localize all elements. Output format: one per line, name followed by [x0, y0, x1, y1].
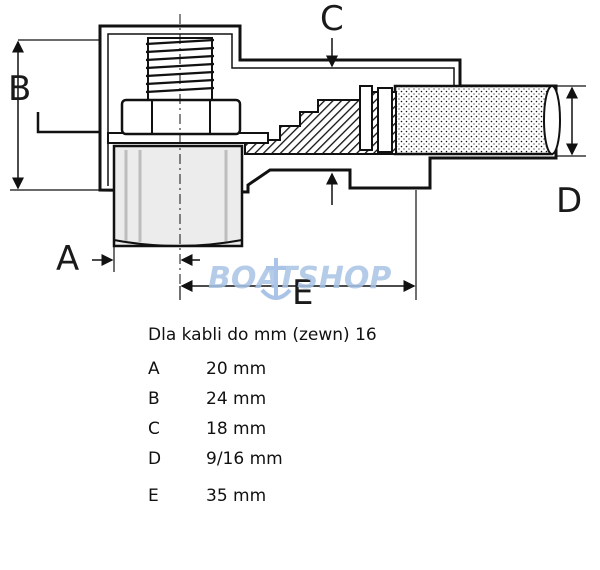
label-d: D — [556, 181, 582, 221]
spec-row-e: E 35 mm — [148, 481, 588, 511]
spec-row-d: D 9/16 mm — [148, 444, 588, 474]
sleeve-collar-inner — [377, 87, 393, 153]
label-a: A — [56, 239, 79, 279]
lug-tab — [36, 112, 100, 134]
spec-row-c: C 18 mm — [148, 414, 588, 444]
label-e: E — [292, 273, 313, 310]
spec-value: 20 mm — [206, 359, 267, 379]
spec-value: 35 mm — [206, 486, 267, 506]
nut — [120, 98, 242, 136]
label-b: B — [8, 69, 31, 109]
spec-key: E — [148, 486, 159, 506]
spec-key: A — [148, 359, 160, 379]
spec-key: B — [148, 389, 160, 409]
cable-end — [543, 85, 561, 155]
spec-key: C — [148, 419, 160, 439]
spec-table: Dla kabli do mm (zewn) 16 A 20 mm B 24 m… — [148, 325, 588, 511]
boatshop-watermark: BOATSHOP — [208, 258, 391, 300]
spec-value: 9/16 mm — [206, 449, 283, 469]
spec-value: 18 mm — [206, 419, 267, 439]
crimp-sleeve — [244, 91, 397, 155]
svg-text:BOATSHOP: BOATSHOP — [208, 261, 391, 296]
boot-outline — [98, 24, 558, 194]
spec-row-a: A 20 mm — [148, 354, 588, 384]
spec-row-b: B 24 mm — [148, 384, 588, 414]
boot-inner-outline — [107, 33, 455, 186]
cable-insulation — [393, 84, 561, 156]
terminal-body — [112, 144, 244, 248]
cable-terminal-diagram: B C D A E BOATSHOP — [8, 0, 586, 310]
spec-value: 24 mm — [206, 389, 267, 409]
body-bottom — [113, 239, 243, 247]
sleeve-collar — [359, 85, 373, 151]
spec-key: D — [148, 449, 162, 469]
body-shading — [124, 150, 228, 242]
spec-title: Dla kabli do mm (zewn) 16 — [148, 325, 377, 345]
anchor-icon — [260, 258, 292, 300]
label-c: C — [320, 0, 344, 39]
